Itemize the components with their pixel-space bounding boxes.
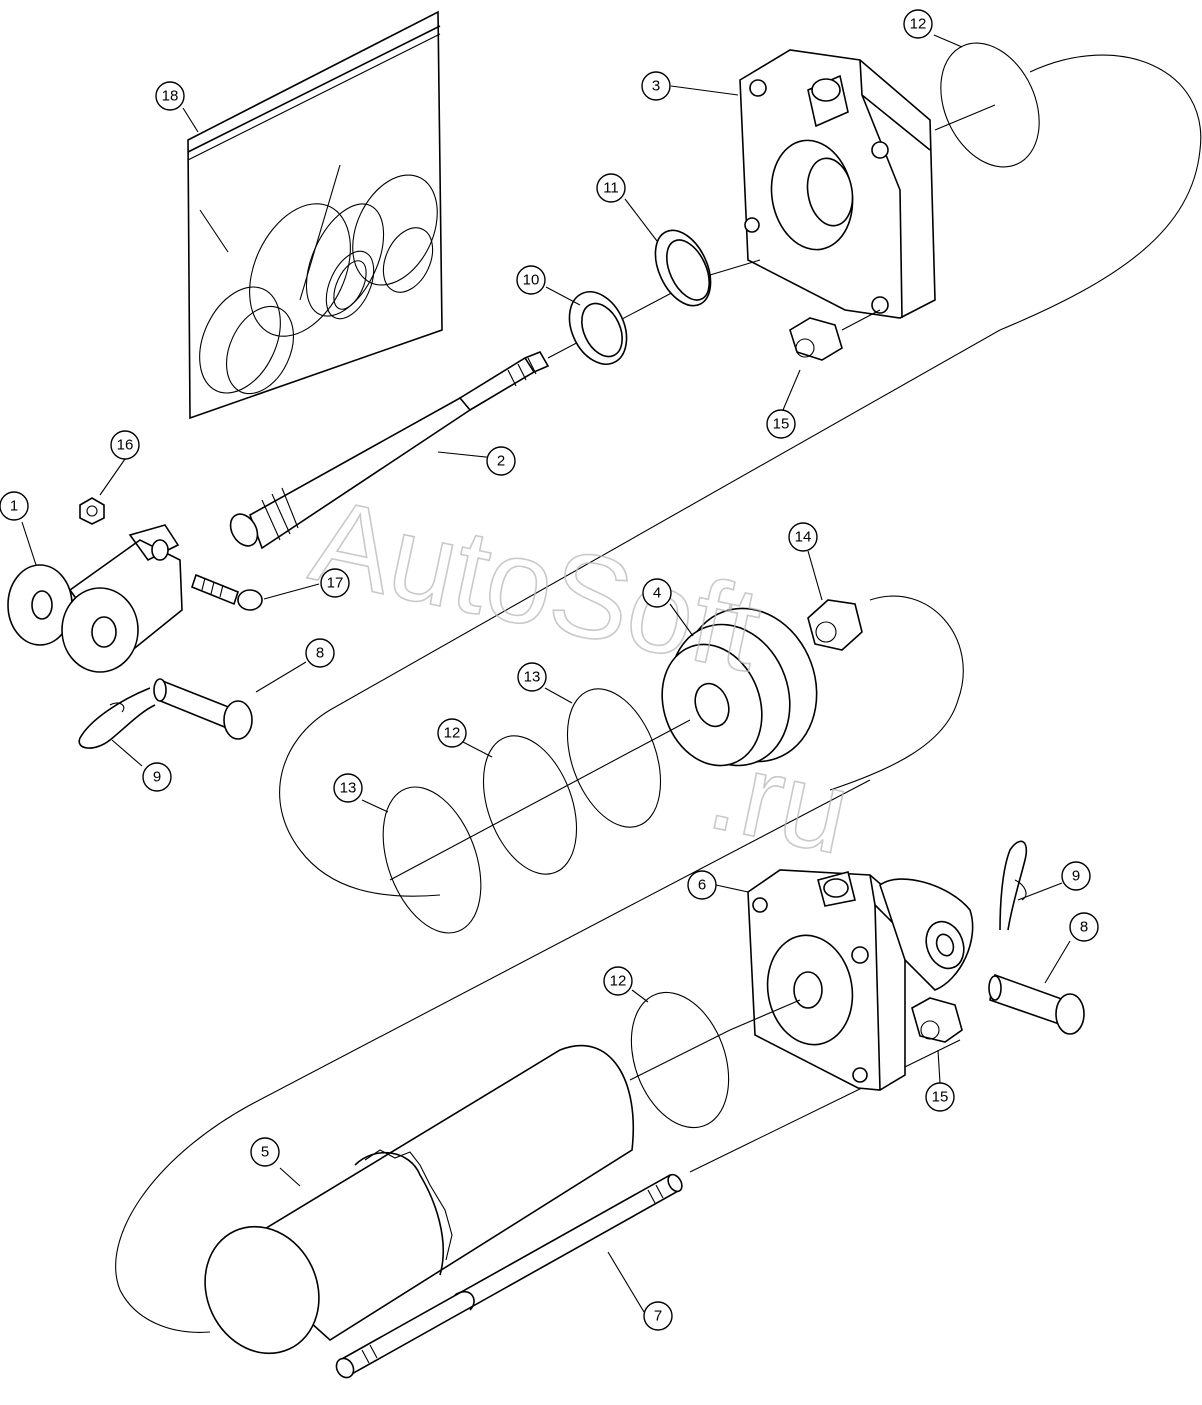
tie-rod: [335, 1173, 683, 1379]
callout-label: 15: [932, 1089, 949, 1106]
callout-label: 15: [773, 416, 790, 433]
callout-15-lower: 15: [925, 1082, 955, 1112]
clevis-bolt: [191, 573, 263, 611]
callout-label: 4: [653, 585, 661, 602]
callout-12-middle: 12: [437, 718, 467, 748]
callout-10: 10: [516, 265, 546, 295]
cap-end-head: [729, 869, 974, 1091]
piston-nut: [807, 599, 863, 651]
callout-label: 9: [153, 769, 161, 786]
callout-12-top: 12: [903, 9, 933, 39]
callout-label: 12: [610, 973, 627, 990]
callout-12-lower: 12: [603, 966, 633, 996]
callout-label: 13: [524, 669, 541, 686]
callout-4: 4: [642, 578, 672, 608]
callout-5: 5: [250, 1137, 280, 1167]
callout-label: 9: [1072, 868, 1080, 885]
callout-label: 14: [795, 529, 812, 546]
head-nut-upper: [789, 309, 881, 361]
callout-label: 12: [444, 725, 461, 742]
callout-1: 1: [0, 491, 29, 521]
cylinder-tube: [204, 1044, 634, 1355]
callout-label: 8: [316, 645, 324, 662]
callout-11: 11: [596, 173, 626, 203]
callout-label: 12: [910, 16, 927, 33]
callout-label: 13: [340, 780, 357, 797]
clevis-nut: [79, 497, 105, 525]
piston-rod: [229, 277, 701, 550]
callout-7: 7: [643, 1301, 673, 1331]
watermark-line2: .ru: [698, 722, 860, 880]
seal-kit-bag: [187, 10, 443, 420]
middle-envelope-outline: [829, 595, 964, 791]
callout-label: 1: [10, 498, 18, 515]
hairpin-clip-lower: [999, 840, 1028, 931]
piston-axis-line: [389, 719, 691, 881]
piston-ring-13-upper: [566, 688, 662, 828]
piston: [661, 607, 818, 767]
callout-18: 18: [155, 81, 185, 111]
callout-2: 2: [486, 446, 516, 476]
callout-13-upper: 13: [517, 662, 547, 692]
callout-17: 17: [320, 568, 350, 598]
callout-label: 7: [654, 1308, 662, 1325]
callout-label: 16: [117, 437, 134, 454]
clevis-pin-lower: [988, 973, 1085, 1035]
callout-label: 11: [603, 180, 619, 197]
callout-label: 6: [698, 877, 706, 894]
o-ring-12-middle: [482, 735, 578, 875]
callout-3: 3: [641, 71, 671, 101]
rod-clevis: [7, 524, 183, 673]
callout-16: 16: [110, 430, 140, 460]
callout-8-lower: 8: [1069, 912, 1099, 942]
rod-seal: [654, 229, 712, 307]
callout-15-upper: 15: [766, 409, 796, 439]
callout-6: 6: [687, 870, 717, 900]
callout-label: 8: [1080, 919, 1088, 936]
callout-label: 18: [162, 88, 179, 105]
callout-label: 2: [497, 453, 505, 470]
callout-14: 14: [788, 522, 818, 552]
rod-wiper: [568, 291, 628, 365]
callout-8-upper: 8: [305, 638, 335, 668]
callout-label: 17: [327, 575, 344, 592]
piston-ring-13-lower: [382, 786, 482, 934]
rod-end-head: [699, 49, 936, 319]
callout-9-upper: 9: [142, 762, 172, 792]
callout-label: 10: [523, 272, 540, 289]
head-nut-lower: [911, 997, 963, 1043]
lower-envelope-outline: [115, 779, 961, 1333]
o-ring-12-lower: [629, 991, 731, 1129]
clevis-pin-upper: [153, 678, 253, 740]
callout-label: 3: [652, 78, 660, 95]
o-ring-top: [934, 42, 1040, 168]
callout-9-lower: 9: [1061, 861, 1091, 891]
upper-envelope-outline: [279, 54, 1202, 897]
callout-13-lower: 13: [333, 773, 363, 803]
callout-label: 5: [261, 1144, 269, 1161]
hairpin-clip-upper: [78, 687, 156, 749]
